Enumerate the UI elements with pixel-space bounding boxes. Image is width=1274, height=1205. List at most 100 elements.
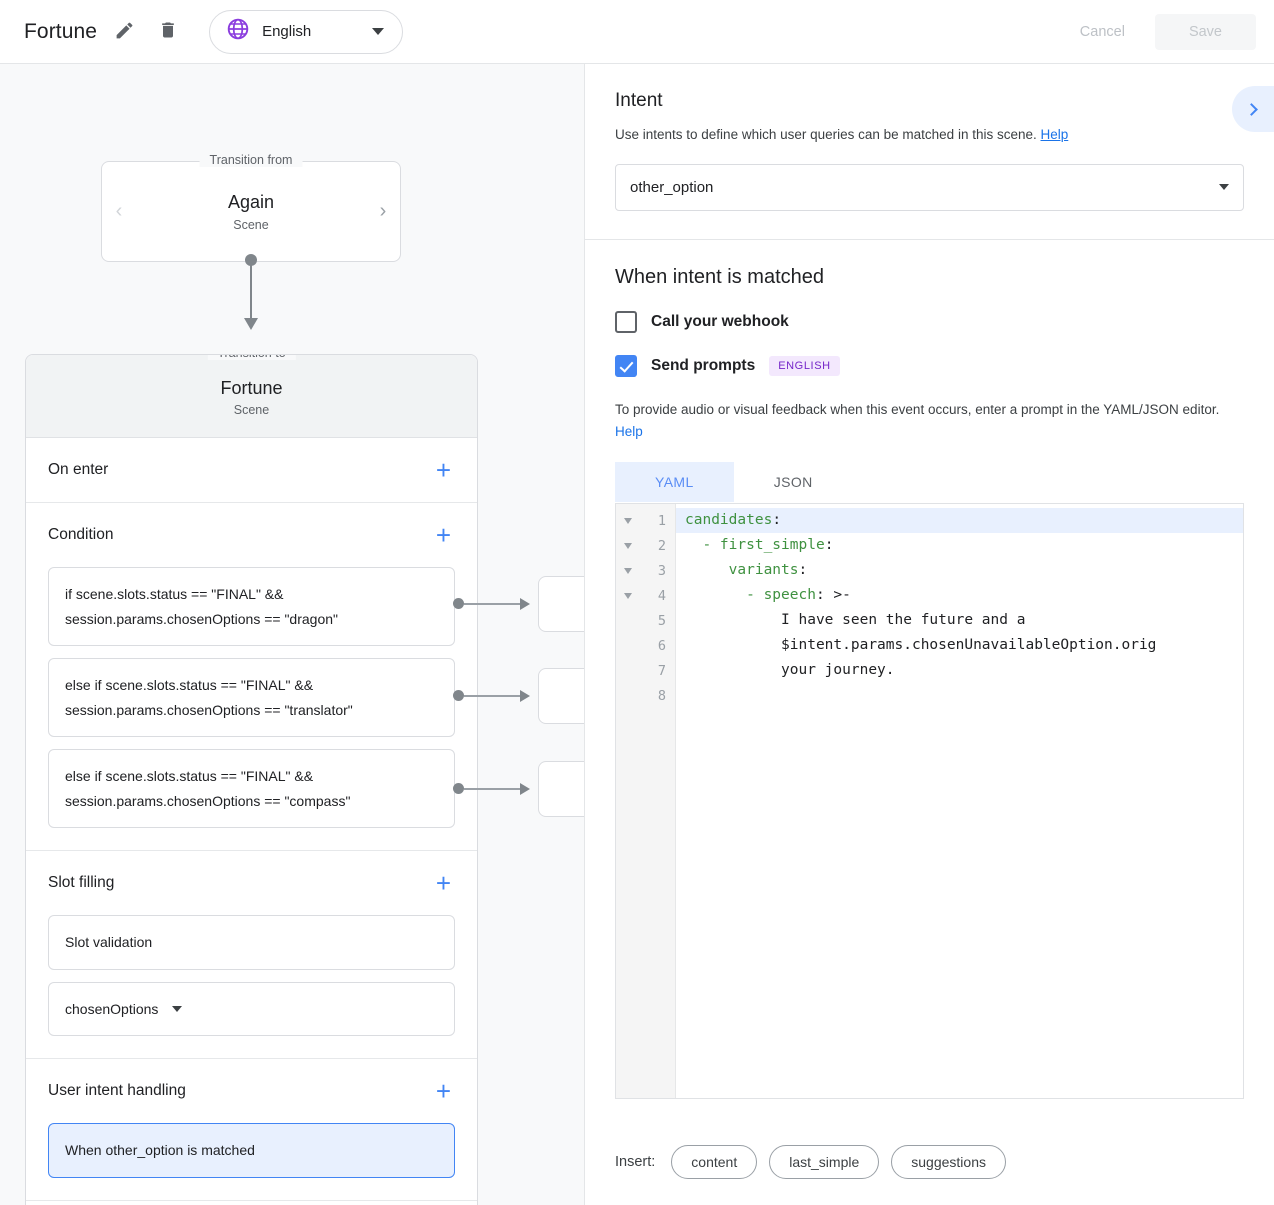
code-line[interactable]: your journey.	[676, 658, 1243, 683]
send-prompts-row[interactable]: Send prompts ENGLISH	[615, 354, 1244, 377]
condition-item[interactable]: else if scene.slots.status == "FINAL" &&…	[48, 658, 455, 738]
previous-scene-arrow[interactable]: ‹	[115, 200, 123, 222]
scene-canvas[interactable]: Transition from ‹ Again Scene › Transiti…	[0, 64, 585, 1205]
language-badge: ENGLISH	[769, 355, 840, 376]
chevron-down-icon[interactable]	[172, 1006, 183, 1013]
fold-arrow-icon[interactable]	[624, 592, 632, 599]
fold-arrow-icon[interactable]	[624, 567, 632, 574]
condition-target-card[interactable]	[538, 668, 584, 724]
delete-scene-button[interactable]	[151, 15, 185, 49]
globe-icon	[226, 17, 250, 46]
insert-chip-suggestions[interactable]: suggestions	[891, 1145, 1006, 1180]
save-button[interactable]: Save	[1154, 13, 1256, 50]
section-slot-filling: Slot filling + Slot validation chosenOpt…	[26, 851, 477, 1060]
intent-help-link[interactable]: Help	[1040, 127, 1069, 142]
add-user-intent-icon[interactable]: +	[435, 1076, 451, 1107]
chevron-right-icon	[1245, 102, 1258, 116]
condition-output-arrow-icon	[520, 690, 530, 702]
gutter-line: 4	[616, 583, 675, 608]
transition-from-legend: Transition from	[199, 153, 303, 167]
editor-gutter: 1 2 3 4 5 6 7 8	[616, 504, 676, 1099]
on-enter-title: On enter	[48, 461, 109, 479]
transition-to-legend: Transition to	[207, 355, 296, 360]
edit-name-button[interactable]	[107, 15, 141, 49]
condition-output-arrow-icon	[520, 598, 530, 610]
transition-from-type: Scene	[233, 217, 269, 232]
editor-code-area[interactable]: candidates: - first_simple: variants: - …	[676, 504, 1243, 1098]
condition-target-card[interactable]	[538, 576, 584, 632]
insert-chip-content[interactable]: content	[671, 1145, 758, 1180]
line-number: 1	[657, 512, 666, 529]
code-line[interactable]	[676, 683, 1243, 708]
send-prompts-label: Send prompts	[651, 356, 756, 374]
tab-yaml[interactable]: YAML	[615, 462, 734, 503]
code-line[interactable]: - first_simple:	[676, 533, 1243, 558]
condition-header: Condition +	[48, 503, 455, 567]
insert-label: Insert:	[615, 1154, 656, 1171]
line-number: 4	[657, 587, 666, 604]
when-matched-heading: When intent is matched	[615, 265, 824, 288]
call-webhook-checkbox[interactable]	[615, 310, 637, 333]
transition-to-card[interactable]: Transition to Fortune Scene On enter + C…	[25, 354, 478, 1205]
intent-select-value: other_option	[630, 178, 714, 196]
intent-heading: Intent	[615, 90, 663, 111]
condition-output-dot	[453, 690, 464, 701]
webhook-row[interactable]: Call your webhook	[615, 310, 1244, 333]
tab-json[interactable]: JSON	[773, 474, 813, 491]
gutter-line: 7	[616, 658, 675, 683]
line-number: 3	[657, 562, 666, 579]
user-intent-item-selected[interactable]: When other_option is matched	[48, 1123, 455, 1178]
condition-target-card[interactable]	[538, 761, 584, 817]
send-prompts-checkbox[interactable]	[615, 354, 637, 377]
insert-chip-last-simple[interactable]: last_simple	[769, 1145, 880, 1180]
slot-filling-header: Slot filling +	[48, 851, 455, 915]
code-line[interactable]: - speech: >-	[676, 583, 1243, 608]
add-slot-icon[interactable]: +	[435, 868, 451, 899]
slot-validation-item[interactable]: Slot validation	[48, 915, 455, 970]
top-bar: Fortune English Cancel Save	[0, 0, 1274, 64]
code-line[interactable]: I have seen the future and a	[676, 608, 1243, 633]
gutter-line: 2	[616, 533, 675, 558]
intent-description-text: Use intents to define which user queries…	[615, 127, 1037, 142]
section-user-intent-handling: User intent handling + When other_option…	[26, 1059, 477, 1201]
condition-output-line	[464, 788, 520, 790]
yaml-rest: :	[772, 512, 782, 529]
connector-arrowhead-icon	[244, 318, 258, 330]
chevron-down-icon	[372, 28, 385, 35]
next-scene-arrow[interactable]: ›	[379, 200, 387, 222]
page-title: Fortune	[24, 19, 98, 43]
editor-format-tabs: YAML JSON	[615, 462, 1244, 503]
code-line[interactable]: variants:	[676, 558, 1243, 583]
yaml-rest: : >-	[815, 587, 851, 604]
condition-output-dot	[453, 783, 464, 794]
yaml-rest: $intent.params.chosenUnavailableOption.o…	[685, 637, 1157, 654]
gutter-line: 3	[616, 558, 675, 583]
line-number: 2	[657, 537, 666, 554]
transition-from-card[interactable]: Transition from ‹ Again Scene ›	[101, 153, 401, 262]
expand-panel-button[interactable]	[1232, 86, 1274, 132]
intent-select[interactable]: other_option	[615, 163, 1244, 211]
condition-output-dot	[453, 598, 464, 609]
call-webhook-label: Call your webhook	[651, 312, 789, 330]
condition-output-arrow-icon	[520, 783, 530, 795]
code-editor[interactable]: 1 2 3 4 5 6 7 8 candidates: - first_simp…	[615, 503, 1244, 1100]
slot-item-chosenoptions[interactable]: chosenOptions	[48, 981, 455, 1037]
code-line[interactable]: candidates:	[676, 508, 1243, 534]
condition-item[interactable]: else if scene.slots.status == "FINAL" &&…	[48, 749, 455, 829]
prompt-help-link[interactable]: Help	[615, 423, 643, 439]
prompt-description: To provide audio or visual feedback when…	[615, 399, 1244, 442]
fold-arrow-icon[interactable]	[624, 517, 632, 524]
cancel-button[interactable]: Cancel	[1058, 14, 1147, 50]
code-line[interactable]: $intent.params.chosenUnavailableOption.o…	[676, 633, 1243, 658]
transition-from-name: Again	[227, 192, 275, 213]
add-on-enter-icon[interactable]: +	[435, 455, 451, 486]
language-label: English	[262, 23, 312, 40]
yaml-rest: I have seen the future and a	[685, 612, 1026, 629]
trash-icon	[158, 20, 178, 43]
language-selector[interactable]: English	[209, 9, 404, 54]
condition-item[interactable]: if scene.slots.status == "FINAL" && sess…	[48, 567, 455, 647]
error-status-header: Error and status handling +	[48, 1201, 455, 1205]
section-condition: Condition + if scene.slots.status == "FI…	[26, 503, 477, 852]
add-condition-icon[interactable]: +	[435, 520, 451, 551]
fold-arrow-icon[interactable]	[624, 542, 632, 549]
